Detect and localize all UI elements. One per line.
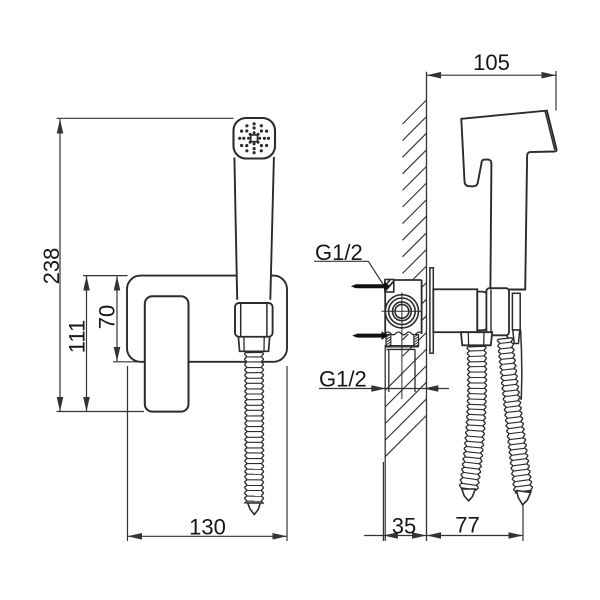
svg-text:238: 238 xyxy=(39,248,64,285)
svg-text:77: 77 xyxy=(455,513,479,538)
svg-text:70: 70 xyxy=(95,305,120,329)
svg-text:111: 111 xyxy=(65,320,90,353)
svg-text:35: 35 xyxy=(392,514,416,539)
svg-text:130: 130 xyxy=(189,515,226,540)
svg-text:105: 105 xyxy=(473,50,510,75)
svg-text:G1/2: G1/2 xyxy=(319,367,367,392)
svg-text:G1/2: G1/2 xyxy=(315,240,363,265)
